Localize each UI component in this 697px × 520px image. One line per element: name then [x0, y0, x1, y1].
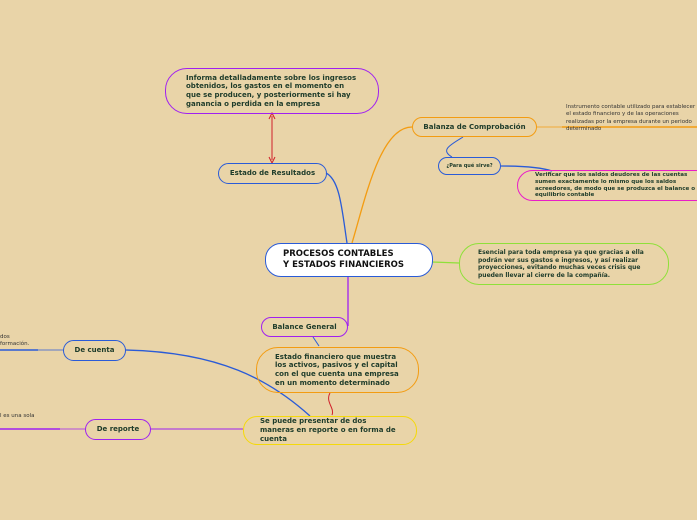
note-de-reporte: l es una sola [0, 413, 35, 419]
node-text: Balance General [272, 322, 337, 331]
node-text: Se puede presentar de dos maneras en rep… [260, 417, 396, 443]
central-line1: PROCESOS CONTABLES [283, 249, 394, 260]
node-de-reporte[interactable]: De reporte [85, 419, 151, 440]
node-se-puede[interactable]: Se puede presentar de dos maneras en rep… [243, 416, 417, 445]
node-balanza[interactable]: Balanza de Comprobación [412, 117, 537, 137]
node-de-cuenta[interactable]: De cuenta [63, 340, 126, 361]
node-balance-general[interactable]: Balance General [261, 317, 348, 337]
central-line2: Y ESTADOS FINANCIEROS [283, 260, 404, 270]
central-topic[interactable]: PROCESOS CONTABLES Y ESTADOS FINANCIEROS [265, 243, 433, 277]
node-text: ¿Para qué sirve? [446, 162, 493, 169]
node-text: De cuenta [74, 346, 115, 355]
node-text: De reporte [96, 425, 140, 434]
node-informa[interactable]: Informa detalladamente sobre los ingreso… [165, 68, 379, 114]
node-para-que[interactable]: ¿Para qué sirve? [438, 157, 501, 175]
note-instrumento: Instrumento contable utilizado para esta… [566, 104, 696, 133]
node-text: Informa detalladamente sobre los ingreso… [186, 73, 357, 108]
node-text: Estado de Resultados [229, 169, 316, 178]
node-verificar[interactable]: Verificar que los saldos deudores de las… [517, 170, 697, 201]
node-estado-resultados[interactable]: Estado de Resultados [218, 163, 327, 184]
note-de-cuenta: dos formación. [0, 334, 30, 348]
node-text: Balanza de Comprobación [423, 122, 526, 131]
node-text: Estado financiero que muestra los activo… [275, 352, 399, 387]
node-text: Esencial para toda empresa ya que gracia… [478, 249, 644, 279]
node-text: Verificar que los saldos deudores de las… [535, 171, 696, 199]
node-estado-financiero[interactable]: Estado financiero que muestra los activo… [256, 347, 419, 393]
node-esencial[interactable]: Esencial para toda empresa ya que gracia… [459, 243, 669, 285]
